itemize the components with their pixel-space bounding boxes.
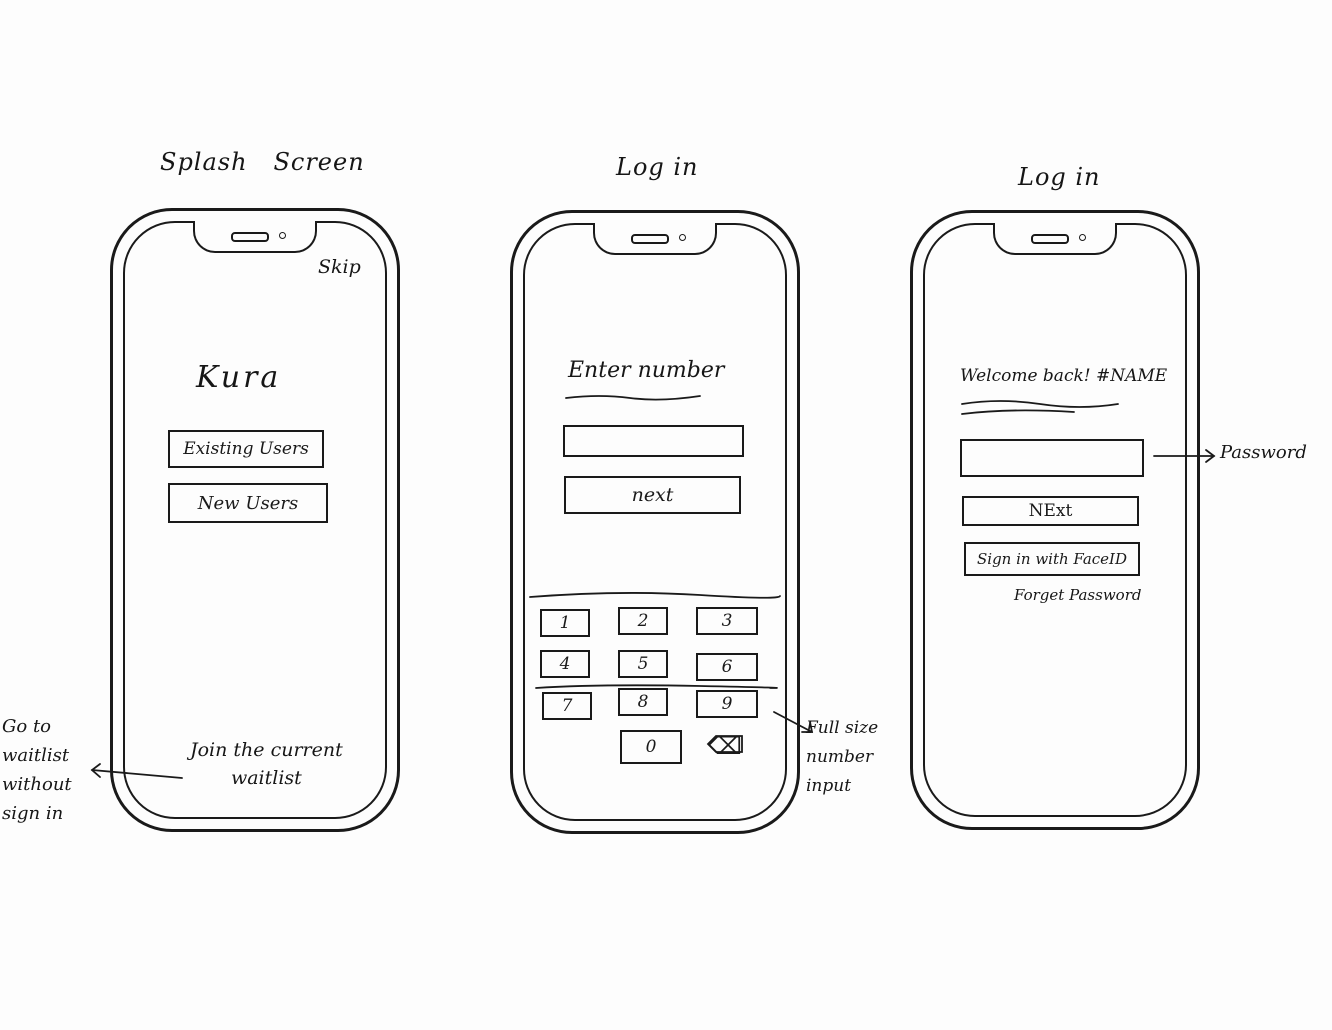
keypad-divider <box>529 592 781 599</box>
welcome-underline-top <box>961 400 1119 408</box>
keypad-key-5[interactable]: 5 <box>618 650 668 678</box>
phone-notch <box>193 221 317 253</box>
welcome-underline-bottom <box>961 409 1075 415</box>
speaker-icon <box>631 234 669 244</box>
next-button-password[interactable]: NExt <box>962 496 1139 526</box>
phone-frame-login-password <box>910 210 1200 830</box>
keypad-key-3[interactable]: 3 <box>696 607 758 635</box>
phone-frame-login-number <box>510 210 800 834</box>
login-number-title: Log in <box>616 153 699 181</box>
forgot-password-link[interactable]: Forget Password <box>1014 586 1142 604</box>
phone-frame-splash <box>110 208 400 832</box>
keypad-key-1[interactable]: 1 <box>540 609 590 637</box>
keypad-key-6[interactable]: 6 <box>696 653 758 681</box>
enter-number-underline <box>565 395 701 401</box>
keypad-arrow-line <box>773 711 813 733</box>
password-arrow-head <box>1205 449 1216 463</box>
speaker-icon <box>231 232 269 242</box>
password-annotation: Password <box>1220 442 1307 463</box>
waitlist-annotation: Go to waitlist without sign in <box>2 716 72 824</box>
keypad-key-4[interactable]: 4 <box>540 650 590 678</box>
phone-number-input[interactable] <box>563 425 744 457</box>
keypad-key-7[interactable]: 7 <box>542 692 592 720</box>
skip-link[interactable]: Skip <box>318 256 361 278</box>
next-button[interactable]: next <box>564 476 741 514</box>
backspace-outline <box>706 735 743 753</box>
password-input[interactable] <box>960 439 1144 477</box>
keypad-arrow-head <box>801 721 814 733</box>
splash-screen-title: Splash Screen <box>160 148 365 176</box>
faceid-signin-button[interactable]: Sign in with FaceID <box>964 542 1140 576</box>
existing-users-button[interactable]: Existing Users <box>168 430 324 468</box>
camera-icon <box>279 232 286 239</box>
keypad-key-0[interactable]: 0 <box>620 730 682 764</box>
keypad-row-line <box>535 684 778 689</box>
keypad-key-8[interactable]: 8 <box>618 688 668 716</box>
speaker-icon <box>1031 234 1069 244</box>
new-users-button[interactable]: New Users <box>168 483 328 523</box>
keypad-annotation: Full size number input <box>806 718 879 796</box>
welcome-back-text: Welcome back! #NAME <box>960 366 1168 386</box>
waitlist-arrow-line <box>91 769 183 779</box>
camera-icon <box>679 234 686 241</box>
join-waitlist-link[interactable]: Join the current waitlist <box>190 739 343 789</box>
camera-icon <box>1079 234 1086 241</box>
login-password-title: Log in <box>1018 163 1101 191</box>
keypad-key-2[interactable]: 2 <box>618 607 668 635</box>
keypad-key-9[interactable]: 9 <box>696 690 758 718</box>
phone-notch <box>993 223 1117 255</box>
enter-number-prompt: Enter number <box>568 358 725 383</box>
phone-notch <box>593 223 717 255</box>
app-name: Kura <box>196 360 282 395</box>
waitlist-arrow-head <box>90 763 101 778</box>
